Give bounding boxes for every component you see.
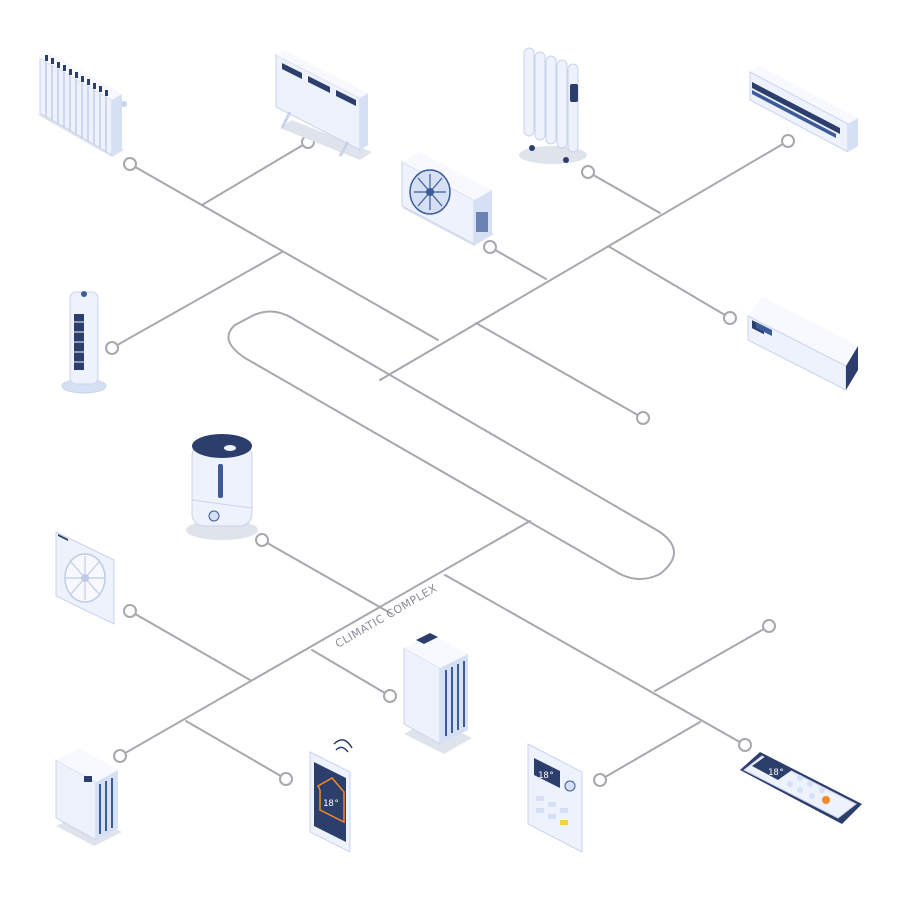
node-exhaust-fan <box>123 604 137 618</box>
line-radiator-main <box>129 163 439 341</box>
portable-heater-icon <box>55 748 122 846</box>
exhaust-fan-icon <box>55 531 115 625</box>
thermostat-temperature: 18° <box>538 771 554 781</box>
node-thermostat <box>593 773 607 787</box>
smartphone-icon: 18° <box>309 739 353 853</box>
node-oil-heater <box>581 165 595 179</box>
line-humidifier <box>261 539 393 615</box>
air-purifier-icon <box>403 633 472 754</box>
line-air-purifier <box>311 649 391 697</box>
line-smartphone <box>185 720 287 780</box>
node-air-purifier <box>383 689 397 703</box>
remote-temperature: 18° <box>768 768 784 778</box>
line-split-unit <box>607 245 731 319</box>
tower-fan-icon <box>61 291 107 394</box>
wifi-icon <box>333 739 353 753</box>
node-center-end <box>636 411 650 425</box>
line-endpoint-right <box>654 625 770 692</box>
line-exhaust-fan <box>129 610 251 681</box>
radiator-icon <box>38 52 127 157</box>
split-unit-icon <box>747 296 858 391</box>
line-thermostat <box>599 721 701 781</box>
line-convector <box>201 141 309 206</box>
line-outdoor-unit <box>489 246 547 280</box>
node-outdoor-unit <box>483 240 497 254</box>
line-remote-trunk <box>444 574 746 746</box>
line-tower-fan <box>111 251 283 349</box>
climatic-loop <box>227 310 675 580</box>
outdoor-unit-icon <box>401 152 494 246</box>
node-wall-ac <box>781 134 795 148</box>
convector-icon <box>275 50 372 160</box>
line-oil-heater <box>587 171 661 214</box>
node-split-unit <box>723 311 737 325</box>
remote-control-icon: 18° <box>740 752 862 824</box>
wall-air-conditioner-icon <box>749 66 858 153</box>
humidifier-icon <box>186 434 258 540</box>
node-right-end <box>762 619 776 633</box>
line-lower-trunk <box>119 520 531 757</box>
connection-lines <box>111 140 789 781</box>
node-portable-heater <box>113 749 127 763</box>
oil-heater-icon <box>519 47 587 164</box>
line-endpoint-center <box>475 322 644 419</box>
node-remote <box>738 738 752 752</box>
wall-thermostat-icon: 18° <box>527 743 583 853</box>
line-wall-ac-trunk <box>379 140 789 381</box>
phone-temperature: 18° <box>323 799 339 809</box>
node-smartphone <box>279 772 293 786</box>
node-endpoints <box>105 134 795 787</box>
node-humidifier <box>255 533 269 547</box>
node-radiator <box>123 157 137 171</box>
node-tower-fan <box>105 341 119 355</box>
